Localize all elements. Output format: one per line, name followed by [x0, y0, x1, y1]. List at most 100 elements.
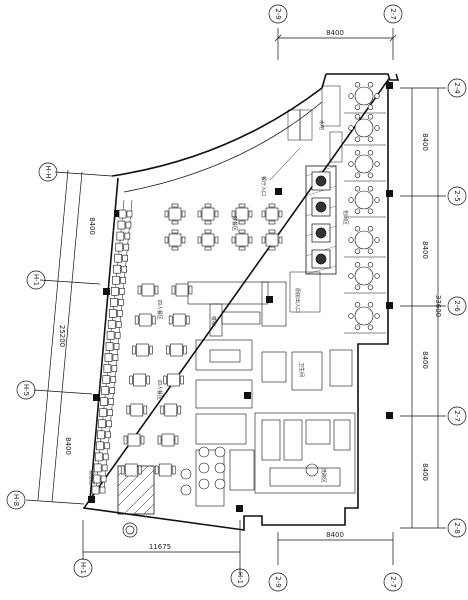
stock-pot	[214, 478, 226, 490]
top-dimension	[274, 28, 397, 60]
chair	[374, 313, 380, 319]
chair	[171, 229, 179, 234]
chair	[164, 210, 169, 218]
left-dimension	[25, 169, 113, 505]
chair	[160, 405, 165, 415]
grid-bubble-right-2	[447, 186, 467, 206]
booth-table	[106, 420, 112, 428]
bottom-dimension	[82, 520, 394, 575]
chair	[204, 246, 212, 251]
booth-seat	[113, 264, 121, 274]
chair	[188, 285, 193, 295]
chair	[278, 236, 283, 244]
grid-label-right-4: 2-7	[453, 410, 461, 421]
booth-table	[112, 354, 119, 361]
round-table	[354, 230, 374, 250]
chair	[367, 136, 374, 142]
chair	[354, 114, 361, 120]
booth-table	[115, 321, 122, 328]
booth-seat	[101, 386, 110, 395]
stock-pot	[198, 446, 210, 458]
right-bay-4: 8400	[421, 463, 429, 481]
room-kitchen-entry: 餐厅入口	[260, 176, 267, 196]
booth-seat	[103, 364, 112, 373]
chair	[367, 82, 374, 88]
north-table	[235, 233, 249, 247]
chair	[348, 273, 354, 279]
chair	[137, 465, 142, 475]
chair	[374, 93, 380, 99]
grid-label-right-3: 2-6	[453, 300, 461, 312]
booth-tables	[91, 209, 133, 495]
square-table	[124, 463, 138, 477]
chair	[354, 284, 361, 290]
grid-bubble-bottom-left	[73, 558, 93, 578]
chair	[181, 210, 186, 218]
chair	[367, 284, 374, 290]
north-tables	[164, 203, 283, 251]
chair	[171, 220, 179, 225]
central-counter	[305, 165, 337, 275]
right-bay-2: 8400	[421, 241, 429, 259]
stock-pot	[180, 484, 192, 496]
grid-label-left-4: H-8	[12, 494, 20, 506]
right-dimension	[400, 87, 446, 529]
left-total: 25200	[58, 325, 66, 347]
booth-table	[120, 276, 126, 284]
square-table	[161, 433, 175, 447]
left-bay-3: 8400	[64, 437, 72, 455]
chair	[348, 313, 354, 319]
room-vip-area: 雅座区	[88, 470, 95, 485]
north-table	[235, 207, 249, 221]
booth-table	[113, 343, 120, 350]
chair	[367, 302, 374, 308]
chair	[171, 465, 176, 475]
right-bay-1: 8400	[421, 133, 429, 151]
chair	[367, 208, 374, 214]
round-table	[354, 266, 374, 286]
chair	[348, 125, 354, 131]
labels: 2-9 2-7 8400 2-4 2-5 2-6 2-7 2-8 8400 84…	[12, 8, 461, 587]
chair	[157, 435, 162, 445]
booth-table	[121, 265, 127, 273]
square-table	[136, 343, 149, 357]
square-table	[158, 463, 172, 477]
chair	[140, 435, 145, 445]
chair	[129, 375, 133, 385]
booth-table	[126, 210, 133, 218]
chair	[204, 220, 212, 225]
chair	[374, 273, 380, 279]
room-seating-east: 包间区	[342, 210, 349, 225]
chair	[185, 315, 190, 325]
chair	[180, 375, 184, 385]
chair	[354, 82, 361, 88]
service-corridor	[195, 339, 255, 507]
grid-bubble-left-4	[6, 490, 26, 510]
booth-seat	[93, 463, 102, 473]
grid-bubble-right-1	[447, 78, 467, 98]
grid-bubble-bottom-2	[383, 572, 403, 592]
chair	[137, 285, 142, 295]
chair	[268, 220, 276, 225]
columns	[88, 82, 393, 512]
booth-table	[114, 332, 121, 339]
round-table	[354, 118, 374, 138]
booth-table	[118, 299, 124, 306]
booth-table	[105, 431, 111, 439]
chair	[168, 315, 173, 325]
kitchen-equipment	[180, 446, 226, 496]
chair	[149, 345, 153, 355]
stock-pot	[198, 478, 210, 490]
booth-seat	[96, 441, 104, 451]
chair	[367, 262, 374, 268]
chair	[231, 236, 236, 244]
kitchen	[254, 412, 356, 494]
stock-pot	[198, 462, 210, 474]
grid-label-left-2: H-1	[32, 274, 40, 286]
chair	[126, 405, 131, 415]
north-table	[201, 233, 215, 247]
chair	[268, 246, 276, 251]
booth-table	[119, 287, 125, 295]
grid-bubble-left-3	[16, 380, 36, 400]
chair	[261, 210, 266, 218]
